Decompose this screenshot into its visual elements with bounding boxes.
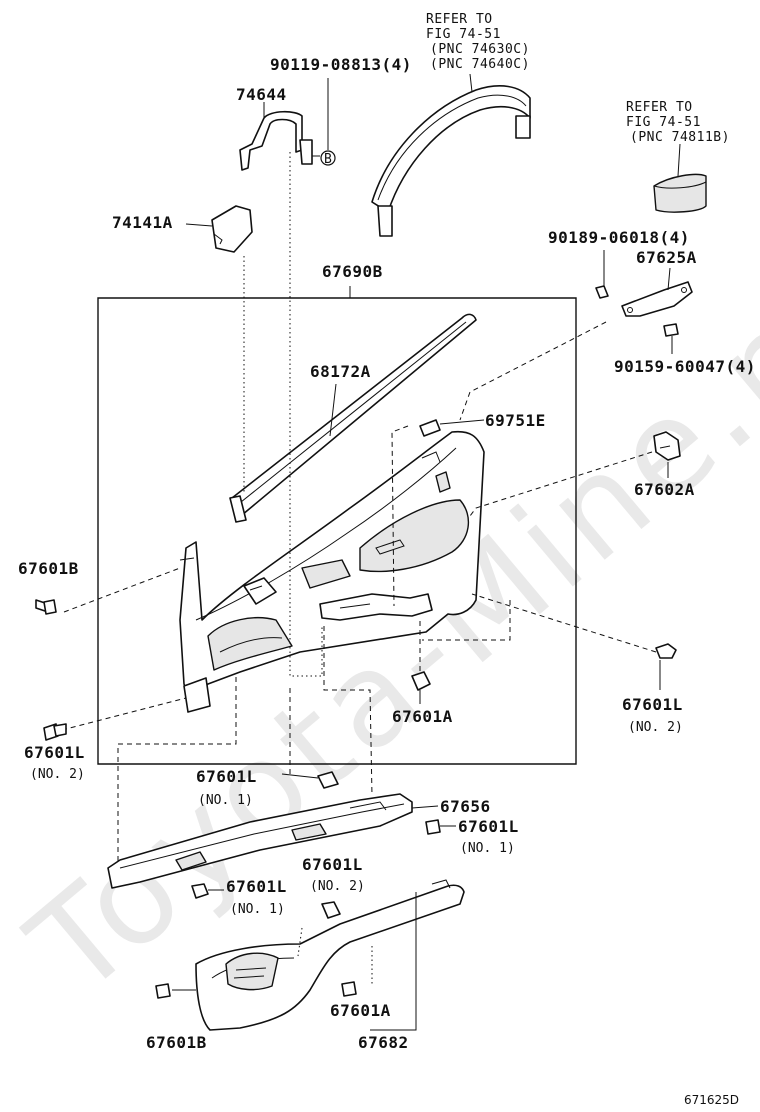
ref1-line1: REFER TO — [426, 12, 493, 27]
screw-67601A-low — [341, 946, 373, 997]
label-67601L-right-sub: (NO. 2) — [628, 720, 683, 735]
label-67656: 67656 — [440, 797, 491, 816]
label-67601L-left-sub: (NO. 2) — [30, 767, 85, 782]
ref1-line2: FIG 74-51 — [426, 27, 501, 42]
ref1-line3: (PNC 74630C) — [430, 42, 530, 57]
leader-67601B-in — [63, 567, 181, 613]
label-69751E: 69751E — [485, 411, 546, 430]
leader-67602A-in — [469, 451, 653, 517]
callout-b-text: B — [324, 152, 332, 167]
label-67601L-lowleft: 67601L — [226, 877, 287, 896]
screw-67601L-lowleft — [191, 883, 224, 899]
leader-67625A-in — [459, 321, 607, 421]
clip-67602A — [653, 431, 681, 478]
clip-74141A — [185, 205, 253, 253]
label-74644: 74644 — [236, 85, 287, 104]
label-67601L-lowmid-sub: (NO. 2) — [310, 879, 365, 894]
ref1-line4: (PNC 74640C) — [430, 57, 530, 72]
ref2-line2: FIG 74-51 — [626, 115, 701, 130]
leader-frame-right-drop — [422, 600, 511, 641]
assembly-frame — [97, 297, 577, 765]
leader-67656-left-up — [117, 674, 237, 870]
screw-67601L-center — [281, 771, 339, 789]
screw-67601B-low — [155, 983, 196, 999]
tray-part — [653, 143, 707, 213]
screw-67601L-lowmid — [321, 901, 341, 919]
ref2-line3: (PNC 74811B) — [630, 130, 730, 145]
label-67601A-mid: 67601A — [392, 707, 453, 726]
label-67601L-656: 67601L — [458, 817, 519, 836]
label-68172A: 68172A — [310, 362, 371, 381]
bracket-67625A — [595, 250, 693, 354]
label-90159-60047: 90159-60047(4) — [614, 357, 756, 376]
clip-b-callout: B — [312, 150, 336, 167]
screw-67601L-left — [43, 723, 67, 741]
label-67601L-center-sub: (NO. 1) — [198, 793, 253, 808]
leader-67601L-left-in — [61, 697, 187, 731]
label-67690B: 67690B — [322, 262, 383, 281]
label-90119-08813: 90119-08813(4) — [270, 55, 412, 74]
label-67601L-left: 67601L — [24, 743, 85, 762]
label-67601L-lowmid: 67601L — [302, 855, 363, 874]
scuff-plate-67656 — [107, 793, 439, 889]
label-67601B-low: 67601B — [146, 1033, 207, 1052]
leader-67656-up — [323, 626, 373, 797]
screw-67601A-mid — [411, 671, 431, 704]
label-67602A: 67602A — [634, 480, 695, 499]
leader-74644-down — [289, 152, 323, 677]
label-67601L-right: 67601L — [622, 695, 683, 714]
screw-67601B-upper — [35, 599, 57, 615]
label-90189-06018: 90189-06018(4) — [548, 228, 690, 247]
figure-code: 671625D — [684, 1093, 739, 1107]
label-67682: 67682 — [358, 1033, 409, 1052]
lower-pocket-67682 — [195, 879, 465, 1031]
label-74141A: 74141A — [112, 213, 173, 232]
label-67601L-center: 67601L — [196, 767, 257, 786]
screw-67601L-right — [655, 643, 677, 690]
weatherstrip-68172A — [229, 313, 477, 523]
label-67601L-656-sub: (NO. 1) — [460, 841, 515, 856]
ref2-line1: REFER TO — [626, 100, 693, 115]
reference-note-side-molding: REFER TO FIG 74-51 (PNC 74630C) (PNC 746… — [426, 12, 530, 72]
clip-69751E — [419, 419, 485, 437]
side-molding-part — [371, 73, 531, 237]
label-67601L-lowleft-sub: (NO. 1) — [230, 902, 285, 917]
label-67601B-upper: 67601B — [18, 559, 79, 578]
label-67601A-low: 67601A — [330, 1001, 391, 1020]
reference-note-tray: REFER TO FIG 74-51 (PNC 74811B) — [626, 100, 730, 145]
screw-67601L-656 — [425, 819, 456, 835]
bracket-74644 — [239, 102, 313, 171]
door-trim-panel-67690B — [179, 430, 485, 713]
label-67625A: 67625A — [636, 248, 697, 267]
